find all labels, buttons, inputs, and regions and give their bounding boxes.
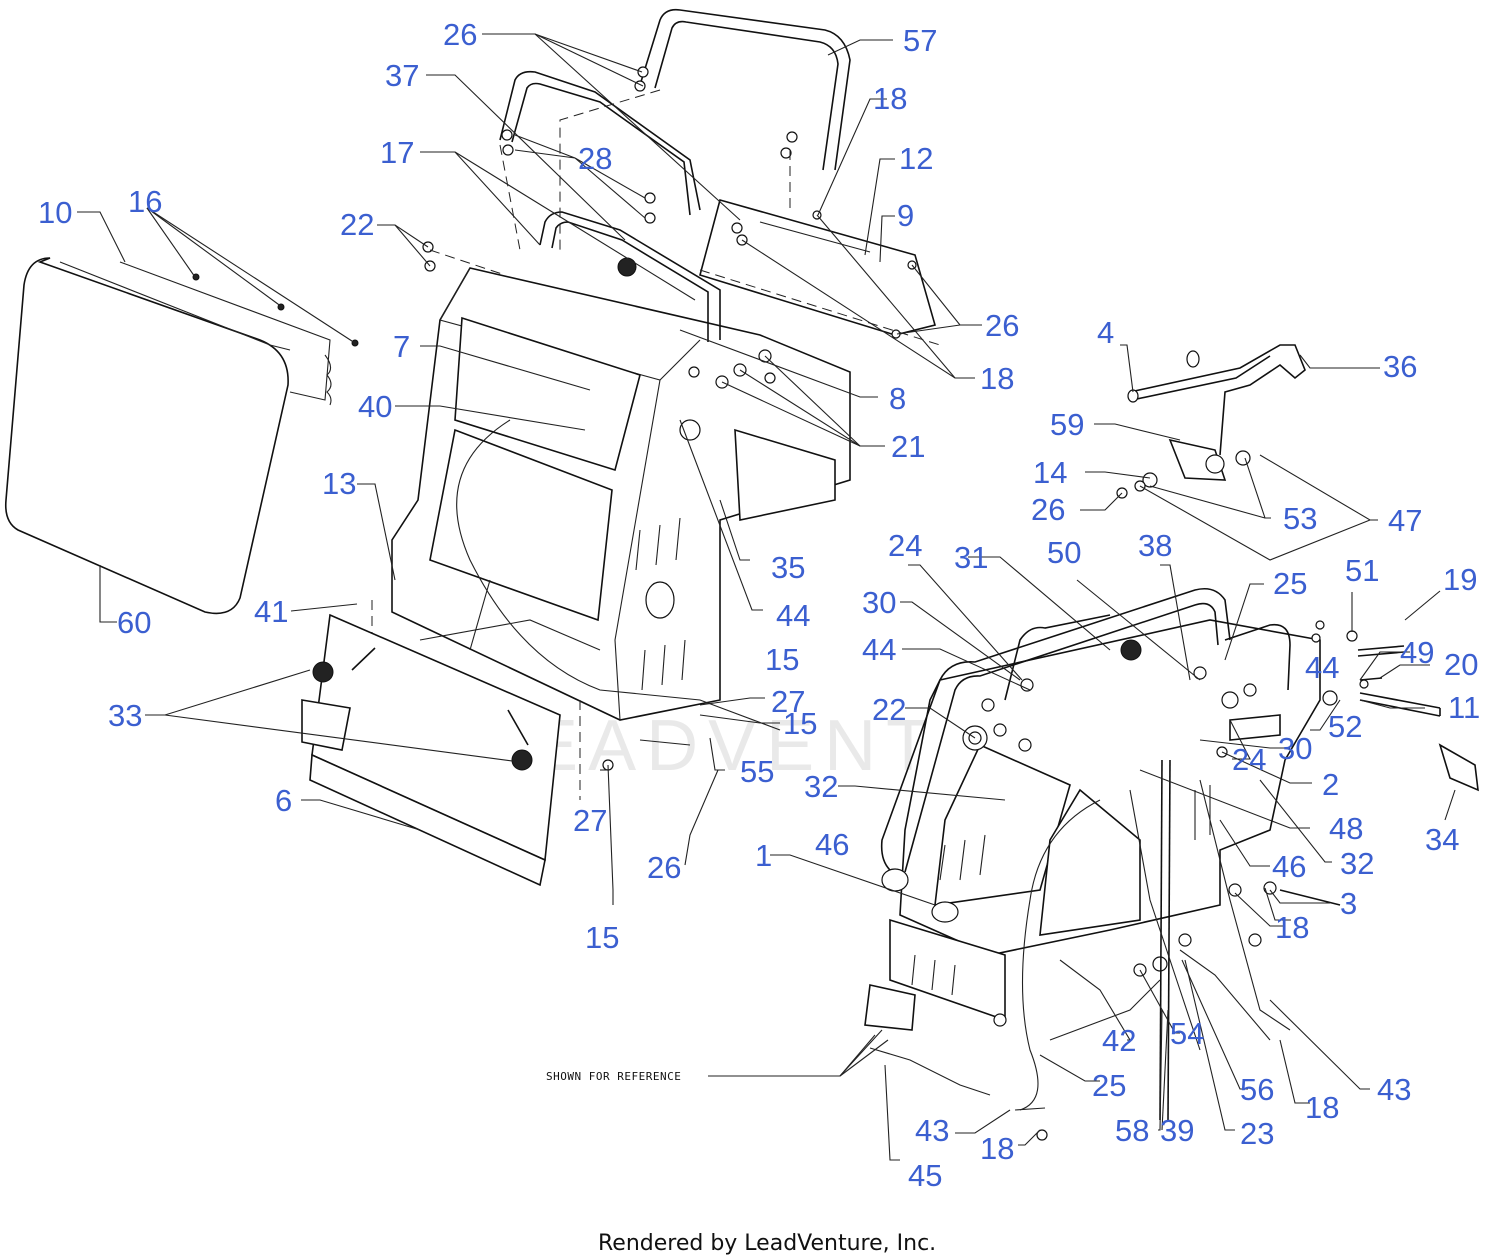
label-27: 27 [771, 684, 805, 719]
seat-cushion [4, 257, 332, 615]
credit-line: Rendered by LeadVenture, Inc. [598, 1231, 936, 1256]
right-grab-bar [880, 587, 1291, 892]
label-26: 26 [443, 17, 477, 52]
label-13: 13 [322, 466, 356, 501]
label-17: 17 [380, 135, 414, 170]
label-34: 34 [1425, 822, 1459, 857]
label-18: 18 [980, 361, 1014, 396]
label-52: 52 [1328, 709, 1362, 744]
label-15: 15 [783, 706, 817, 741]
label-48: 48 [1329, 811, 1363, 846]
label-42: 42 [1102, 1023, 1136, 1058]
main-frame-right [864, 619, 1321, 1031]
label-11: 11 [1448, 690, 1480, 725]
label-36: 36 [1383, 349, 1417, 384]
label-18: 18 [1305, 1090, 1339, 1125]
part-labels: 57 26 18 37 28 17 12 9 10 16 22 26 7 18 … [38, 17, 1480, 1193]
label-59: 59 [1050, 407, 1084, 442]
label-22: 22 [872, 692, 906, 727]
label-6: 6 [275, 783, 292, 818]
right-handle-36 [1127, 344, 1306, 456]
label-50: 50 [1047, 535, 1081, 570]
label-38: 38 [1138, 528, 1172, 563]
label-8: 8 [889, 381, 906, 416]
label-43: 43 [915, 1113, 949, 1148]
label-19: 19 [1443, 562, 1477, 597]
label-33: 33 [108, 698, 142, 733]
label-44: 44 [1305, 650, 1339, 685]
label-40: 40 [358, 389, 392, 424]
label-45: 45 [908, 1158, 942, 1193]
label-24: 24 [888, 528, 922, 563]
label-28: 28 [578, 141, 612, 176]
label-39: 39 [1160, 1113, 1194, 1148]
label-12: 12 [899, 141, 933, 176]
label-22: 22 [340, 207, 374, 242]
label-21: 21 [891, 429, 925, 464]
label-7: 7 [393, 329, 410, 364]
label-32: 32 [1340, 846, 1374, 881]
label-51: 51 [1345, 553, 1379, 588]
reference-note: SHOWN FOR REFERENCE [546, 1070, 681, 1083]
label-31: 31 [954, 540, 988, 575]
label-9: 9 [897, 198, 914, 233]
label-47: 47 [1388, 503, 1422, 538]
label-32: 32 [804, 769, 838, 804]
label-18: 18 [1275, 910, 1309, 945]
label-14: 14 [1033, 455, 1067, 490]
label-24: 24 [1232, 742, 1266, 777]
label-43: 43 [1377, 1072, 1411, 1107]
label-4: 4 [1097, 315, 1114, 350]
label-53: 53 [1283, 501, 1317, 536]
label-46: 46 [815, 827, 849, 862]
label-23: 23 [1240, 1116, 1274, 1151]
label-49: 49 [1400, 635, 1434, 670]
label-1: 1 [755, 838, 772, 873]
dashed-leaders-left [371, 89, 941, 800]
label-25: 25 [1273, 566, 1307, 601]
label-3: 3 [1340, 886, 1357, 921]
label-55: 55 [740, 754, 774, 789]
label-15: 15 [765, 642, 799, 677]
label-46: 46 [1272, 849, 1306, 884]
label-56: 56 [1240, 1072, 1274, 1107]
label-30: 30 [1278, 731, 1312, 766]
label-60: 60 [117, 605, 151, 640]
right-rods-and-levers [1159, 645, 1479, 1121]
label-41: 41 [254, 594, 288, 629]
seat-bolts [192, 273, 359, 347]
label-26: 26 [647, 850, 681, 885]
label-18: 18 [980, 1131, 1014, 1166]
label-16: 16 [128, 184, 162, 219]
upper-handle-57 [639, 8, 851, 171]
label-2: 2 [1322, 767, 1339, 802]
label-44: 44 [862, 632, 896, 667]
label-25: 25 [1092, 1068, 1126, 1103]
leader-lines [77, 33, 1456, 1161]
label-44: 44 [776, 598, 810, 633]
label-10: 10 [38, 195, 72, 230]
label-26: 26 [985, 308, 1019, 343]
label-30: 30 [862, 585, 896, 620]
cables-left [419, 419, 781, 746]
label-54: 54 [1170, 1016, 1204, 1051]
bracket-hardware [422, 66, 917, 277]
cables-right [869, 779, 1291, 1111]
lower-handle [499, 70, 701, 216]
label-15: 15 [585, 920, 619, 955]
label-35: 35 [771, 550, 805, 585]
label-26: 26 [1031, 492, 1065, 527]
dash-panel-frame [391, 267, 851, 721]
label-57: 57 [903, 23, 937, 58]
label-20: 20 [1444, 647, 1478, 682]
label-58: 58 [1115, 1113, 1149, 1148]
handle-pivot [1116, 438, 1251, 499]
label-18: 18 [873, 81, 907, 116]
label-37: 37 [385, 58, 419, 93]
label-27: 27 [573, 803, 607, 838]
